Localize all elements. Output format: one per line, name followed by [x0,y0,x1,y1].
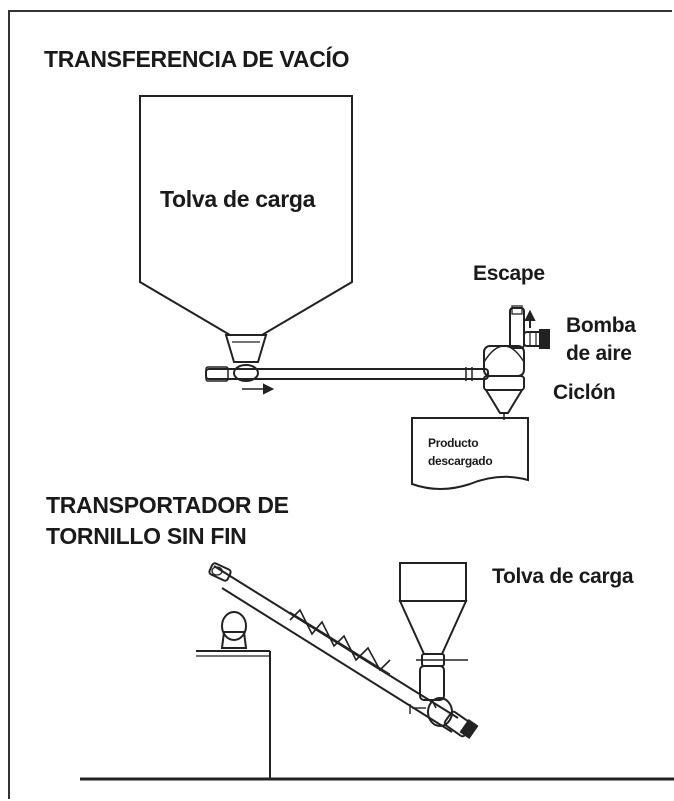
product-container [411,417,529,490]
exhaust-label: Escape [473,262,545,285]
support-platform [196,650,271,778]
air-pump [523,329,550,349]
flow-arrow [242,383,275,395]
drive-motor [208,562,248,649]
hopper-label-top: Tolva de carga [160,186,316,212]
hopper-label-bottom: Tolva de carga [492,565,634,588]
product-label-line2: descargado [428,454,493,468]
pump-label-line2: de aire [566,342,632,365]
product-label-line1: Producto [428,436,479,450]
screw-conveyor-title-line2: TORNILLO SIN FIN [46,523,247,549]
cyclone [483,305,525,420]
cyclone-label: Ciclón [553,381,616,404]
loading-hopper-small [398,562,468,709]
screw-fitting [409,697,479,739]
exhaust-arrow [524,309,536,328]
pump-label-line1: Bomba [566,314,636,337]
screw-conveyor-title-line1: TRANSPORTADOR DE [46,492,289,518]
vacuum-transfer-title: TRANSFERENCIA DE VACÍO [44,46,350,72]
vacuum-line [205,364,489,382]
diagram-frame [8,10,672,799]
loading-hopper-large [139,95,353,363]
